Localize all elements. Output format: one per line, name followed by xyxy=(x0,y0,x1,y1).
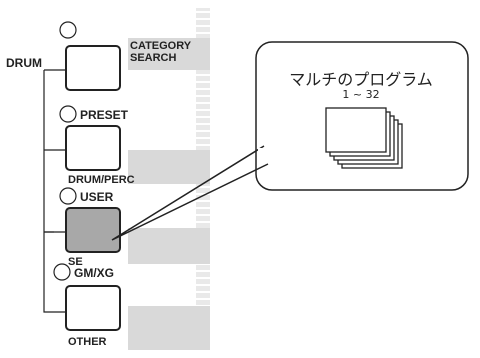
drum-perc-label: DRUM/PERC xyxy=(68,174,135,186)
se-strip xyxy=(128,228,210,264)
user-led xyxy=(59,187,77,205)
callout-pointer xyxy=(111,145,269,241)
other-label: OTHER xyxy=(68,336,107,348)
category-label-line1: CATEGORY xyxy=(130,40,192,52)
drum-label: DRUM xyxy=(6,56,42,70)
callout-title: マルチのプログラム xyxy=(289,70,433,89)
preset-led xyxy=(59,105,77,123)
gmxg-label: GM/XG xyxy=(74,266,115,280)
drum-bracket-line xyxy=(43,69,66,313)
preset-label: PRESET xyxy=(80,108,129,122)
se-label: SE xyxy=(68,256,83,268)
user-label: USER xyxy=(80,190,114,204)
category-search-strip xyxy=(128,38,210,70)
callout-range: 1 ~ 32 xyxy=(342,88,380,101)
drum-perc-strip xyxy=(128,150,210,184)
category-search-button[interactable] xyxy=(65,45,121,91)
gmxg-button[interactable] xyxy=(65,285,121,331)
stacked-pages-icon xyxy=(325,107,403,169)
category-label-line2: SEARCH xyxy=(130,52,177,64)
user-button[interactable] xyxy=(65,207,121,253)
preset-button[interactable] xyxy=(65,125,121,171)
other-strip xyxy=(128,306,210,350)
gmxg-led xyxy=(53,263,71,281)
category-led xyxy=(59,21,77,39)
